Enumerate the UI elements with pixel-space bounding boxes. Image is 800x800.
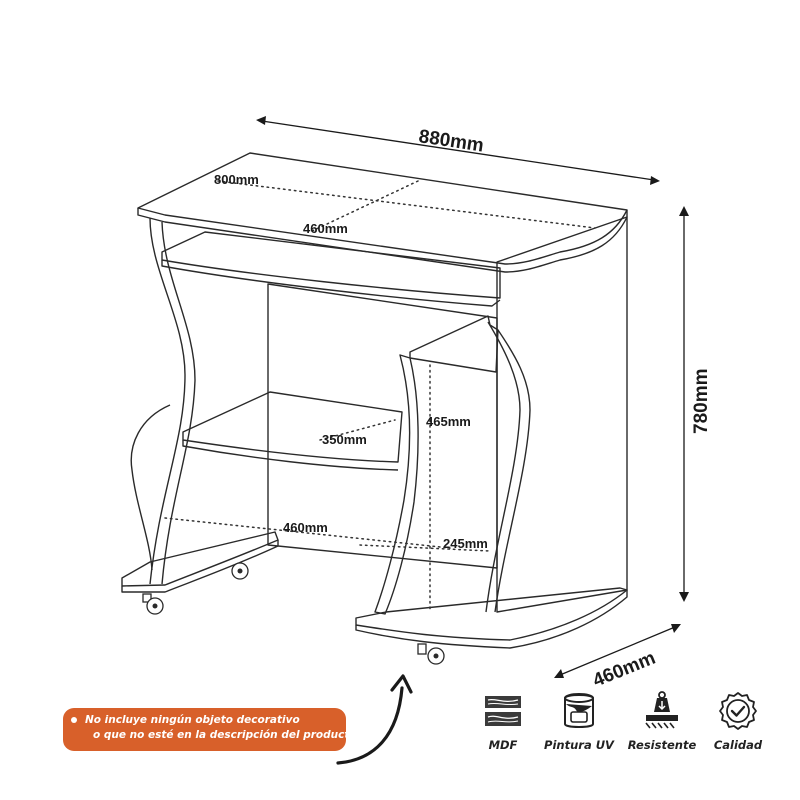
cabinet-height-label: 465mm [426, 414, 471, 429]
feature-label: Resistente [627, 738, 697, 752]
feature-label: Pintura UV [544, 738, 614, 752]
mdf-board-icon [485, 696, 521, 726]
feature-resistant: Resistente [622, 690, 702, 752]
total-width-label: 880mm [417, 126, 485, 156]
cabinet-panel [374, 354, 419, 615]
right-base [355, 587, 628, 641]
feature-mdf: MDF [463, 690, 543, 752]
weight-resistance-icon [645, 691, 678, 729]
caster-wheel [142, 593, 164, 615]
left-leg [149, 217, 186, 585]
paint-can-icon [564, 693, 594, 728]
shelf-width-label: 350mm [322, 432, 367, 447]
quality-seal-icon [719, 692, 757, 730]
desktop-top [137, 152, 628, 265]
keyboard-tray [161, 231, 501, 299]
desk-drawing [121, 152, 628, 665]
base-depth-label: 460mm [283, 520, 328, 535]
notice-line-2: o que no esté en la descripción del prod… [93, 729, 361, 741]
top-depth-label: 460mm [303, 221, 348, 236]
measure-lines [164, 180, 596, 613]
right-side-panel [496, 216, 628, 613]
notice-line-1: No incluye ningún objeto decorativo [85, 714, 300, 726]
depth-label: 460mm [590, 648, 659, 692]
bullet-icon [71, 717, 77, 723]
top-inner-width-label: 800mm [214, 172, 259, 187]
height-arrow [679, 206, 689, 602]
feature-label: Calidad [713, 738, 763, 752]
disclaimer-notice: No incluye ningún objeto decorativo o qu… [63, 708, 361, 751]
feature-quality: Calidad [698, 690, 778, 752]
caster-wheel [231, 562, 249, 580]
cabinet-width-label: 245mm [443, 536, 488, 551]
depth-arrow [554, 624, 681, 678]
height-label: 780mm [691, 369, 712, 435]
width-arrow [256, 116, 660, 185]
middle-shelf [182, 391, 403, 463]
feature-paint: Pintura UV [539, 690, 619, 752]
feature-label: MDF [488, 738, 518, 752]
caster-wheel [417, 643, 445, 665]
pointer-arrow [336, 674, 413, 765]
